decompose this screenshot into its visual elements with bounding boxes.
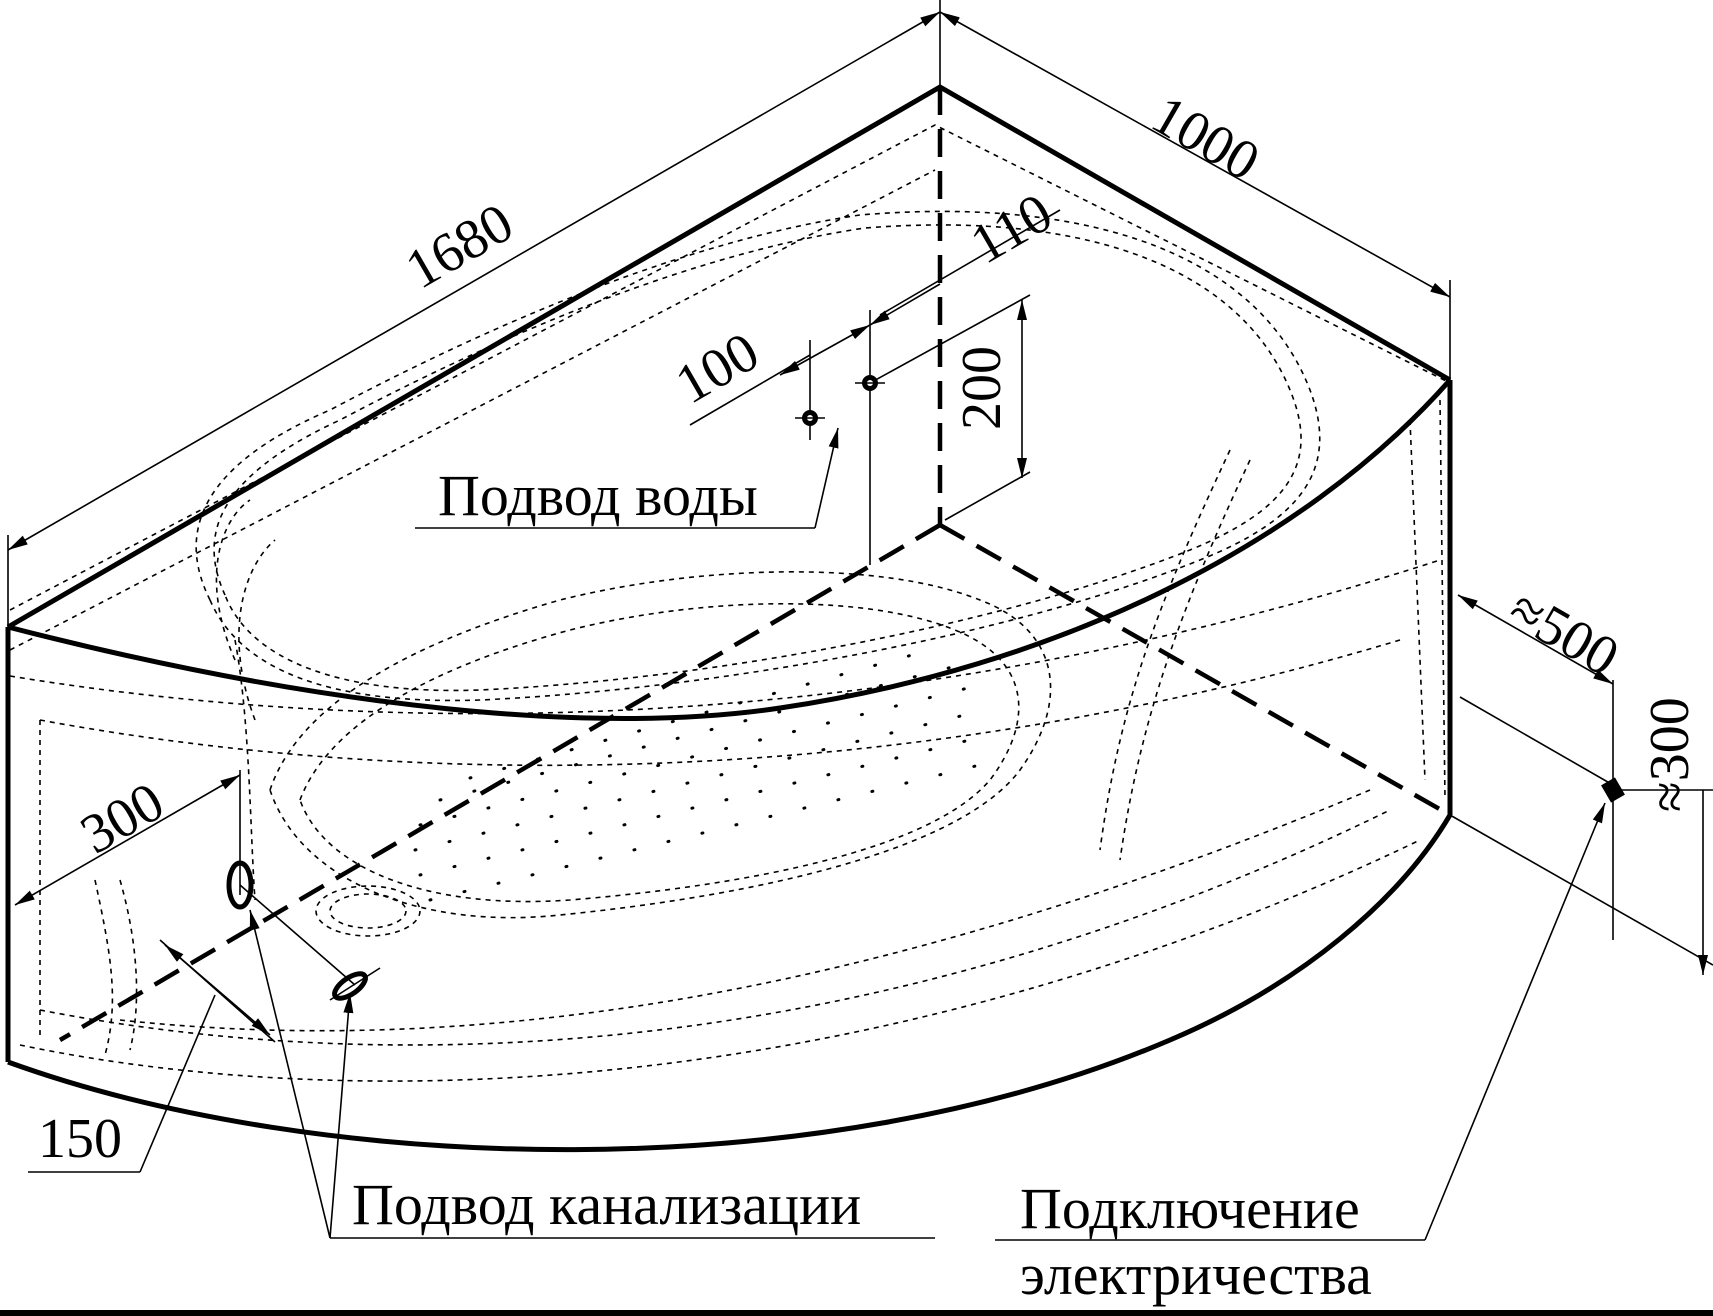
drain-outlet-marker bbox=[226, 860, 254, 910]
callout-sewer-connection: Подвод канализации bbox=[249, 909, 935, 1239]
wall-axes bbox=[58, 87, 1452, 1042]
label-sewer-connection: Подвод канализации bbox=[352, 1172, 861, 1237]
dimension-electric-500-value: ≈500 bbox=[1499, 578, 1629, 689]
dimension-spacing-150: 150 bbox=[28, 884, 356, 1173]
air-jets-pattern bbox=[413, 648, 1002, 902]
dimension-drain-300: 300 bbox=[14, 770, 241, 906]
dimension-spacing-100-value: 100 bbox=[666, 321, 770, 417]
dimension-height-200-value: 200 bbox=[951, 346, 1013, 430]
label-electric-line1: Подключение bbox=[1020, 1176, 1360, 1241]
dimension-electric-300: ≈300 bbox=[1449, 697, 1713, 975]
dimension-width-value: 1000 bbox=[1142, 84, 1270, 194]
dimension-length-value: 1680 bbox=[396, 192, 524, 302]
dimension-offset-110-value: 110 bbox=[961, 182, 1063, 277]
label-water-supply: Подвод воды bbox=[438, 463, 758, 528]
dimension-offset-110: 110 bbox=[869, 182, 1063, 326]
dimension-height-200: 200 bbox=[869, 294, 1031, 521]
label-electric-line2: электричества bbox=[1020, 1242, 1372, 1307]
callout-electric-connection: Подключение электричества bbox=[995, 802, 1606, 1307]
dimension-length: 1680 bbox=[7, 0, 941, 627]
dimension-electric-300-value: ≈300 bbox=[1639, 697, 1701, 812]
hidden-inner-contours bbox=[9, 124, 1449, 1082]
dimension-electric-500: ≈500 bbox=[1457, 578, 1629, 940]
dimension-drain-300-value: 300 bbox=[71, 771, 175, 867]
water-supply-points bbox=[795, 375, 885, 426]
callout-water-supply: Подвод воды bbox=[415, 427, 839, 529]
dimension-spacing-150-value: 150 bbox=[38, 1108, 122, 1170]
